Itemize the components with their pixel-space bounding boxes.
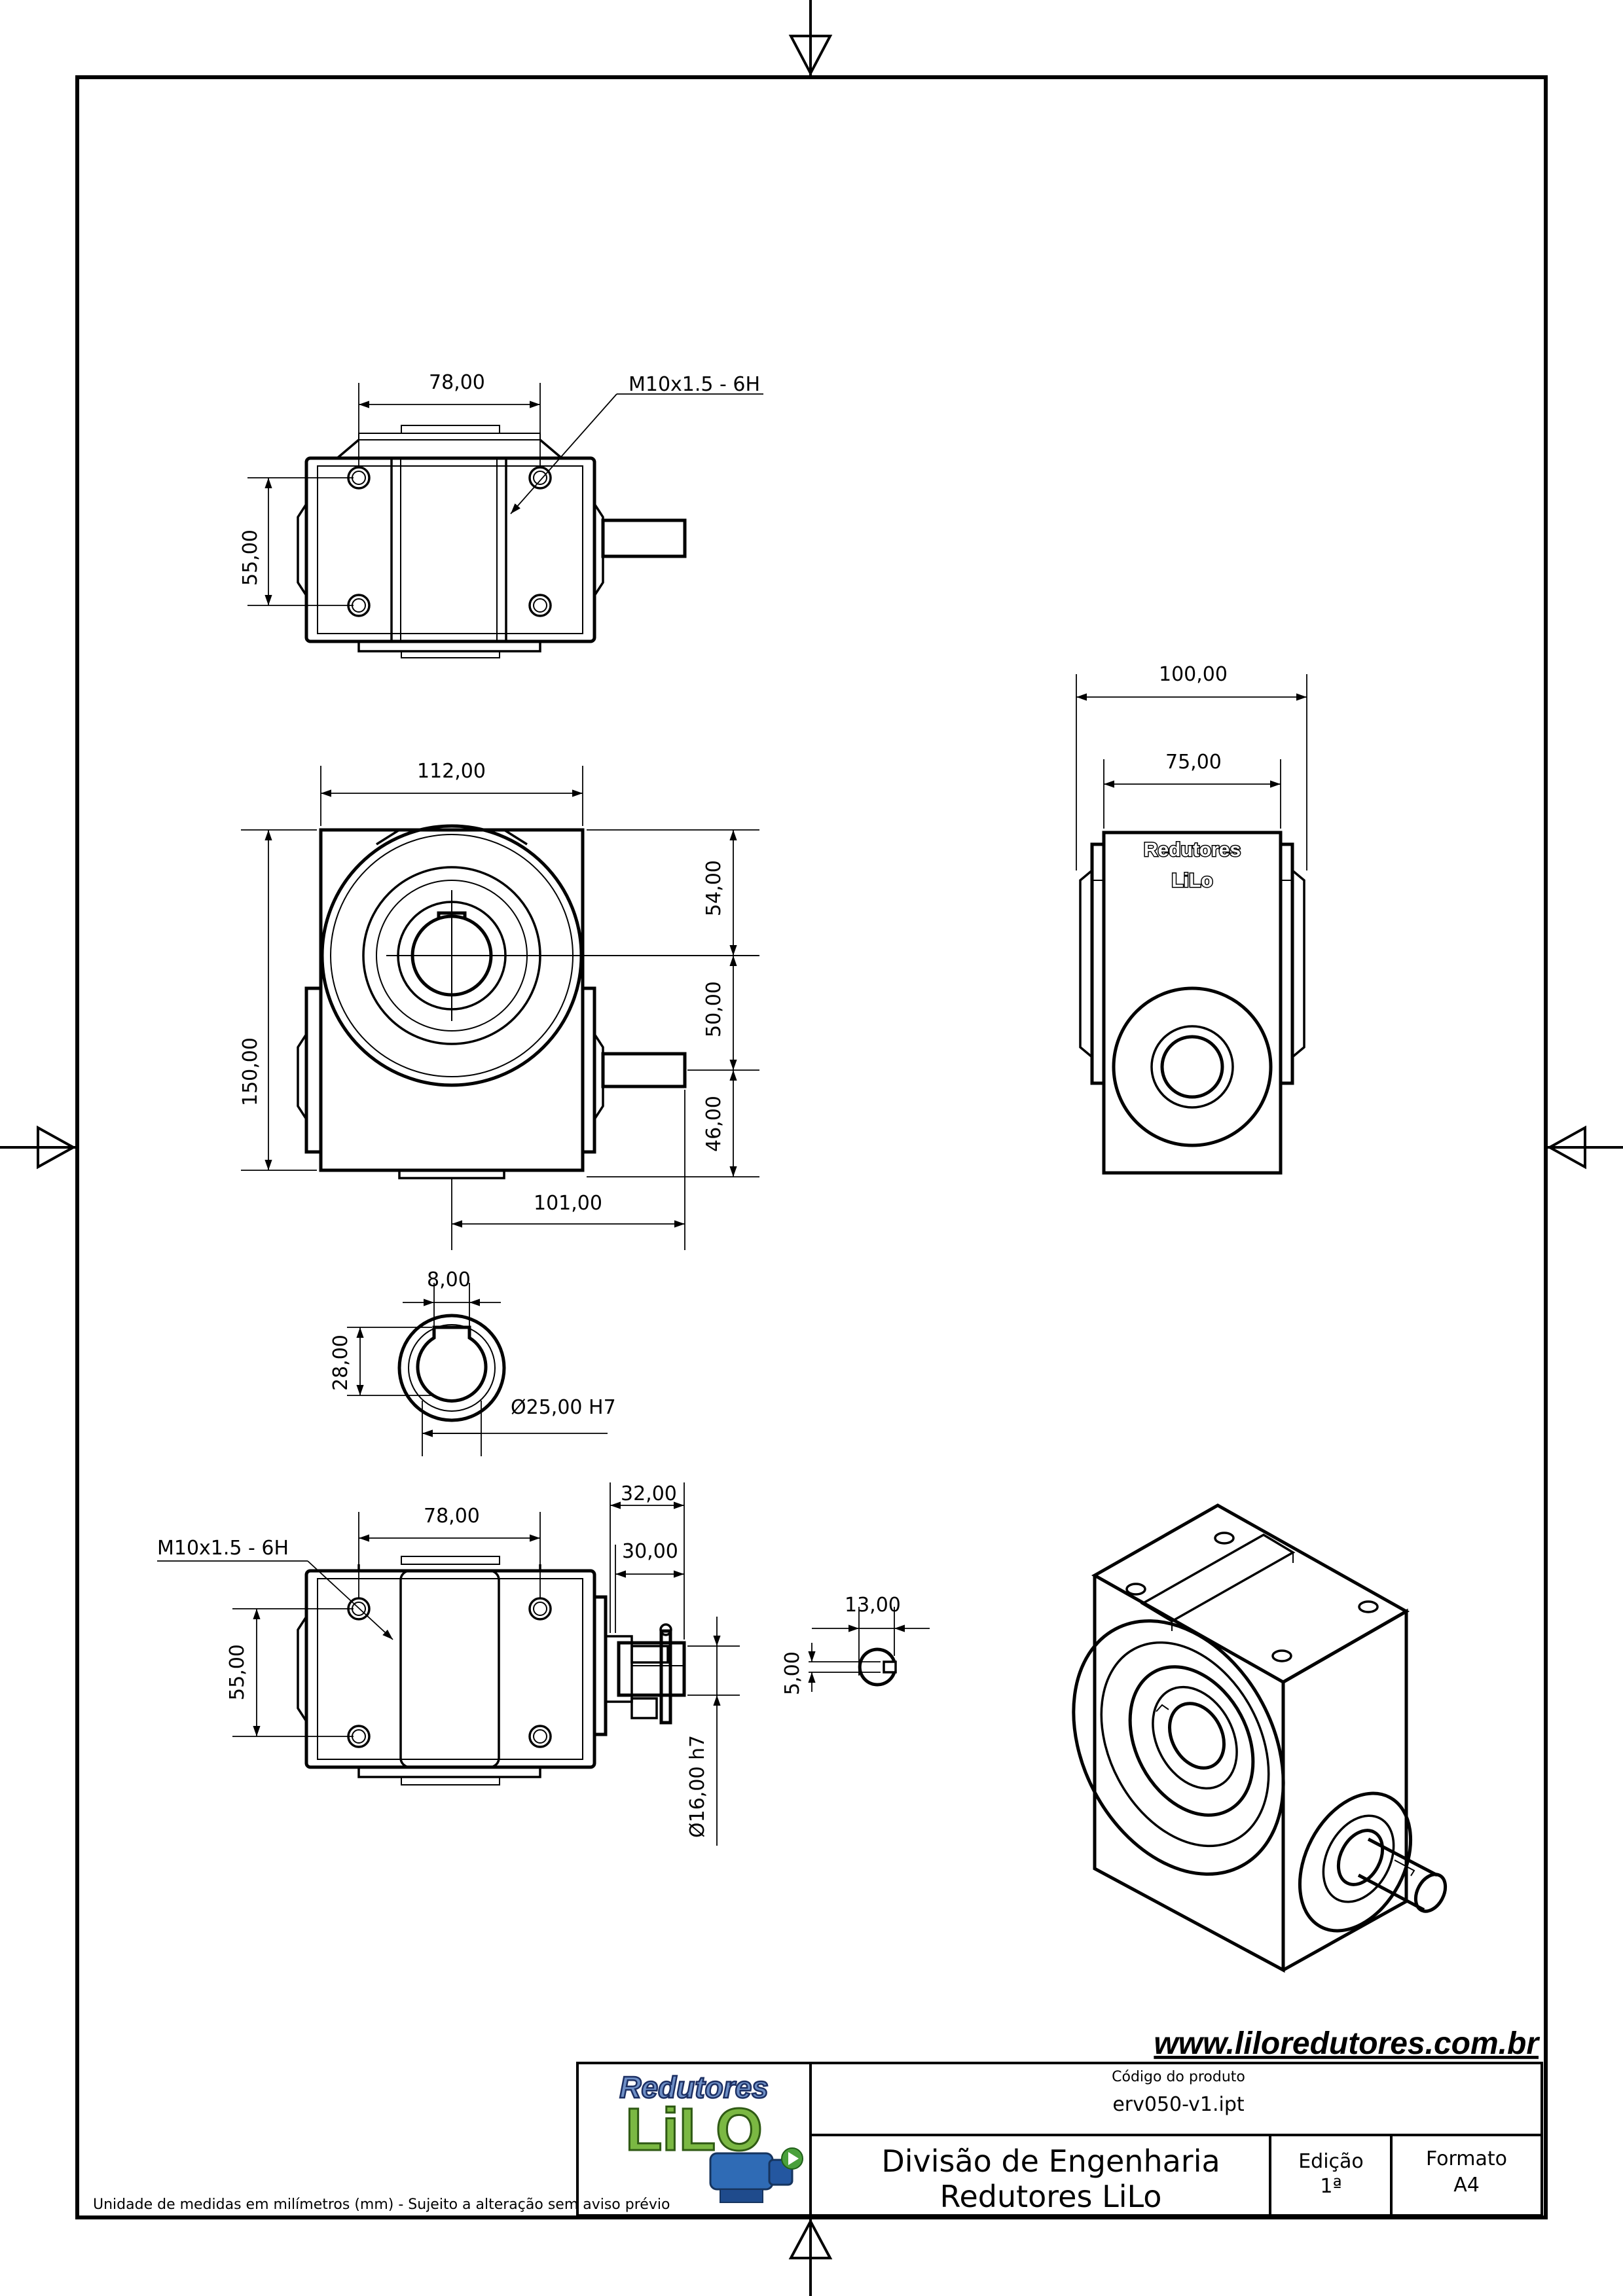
side-emboss-line1: Redutores (1144, 839, 1241, 861)
thread-label-top: M10x1.5 - 6H (629, 373, 760, 396)
dim-shaft-key-5: 5,00 (781, 1651, 804, 1695)
isometric-view (1072, 1503, 1448, 1973)
front-view (297, 824, 759, 1179)
division-line1: Divisão de Engenharia (881, 2144, 1220, 2179)
units-note: Unidade de medidas em milímetros (mm) - … (93, 2197, 670, 2213)
side-view: Redutores LiLo (1079, 831, 1305, 1175)
dim-bottom-height: 55,00 (226, 1644, 249, 1700)
title-block: www.liloredutores.com.br Redutores LiLO … (93, 2026, 1543, 2217)
dim-bottom-width: 78,00 (424, 1505, 480, 1528)
bottom-view-dimensions: 78,00 55,00 M10x1.5 - 6H 32,00 30,00 Ø16… (157, 1482, 740, 1846)
format-label: Formato (1426, 2147, 1507, 2170)
dim-top-width: 78,00 (429, 371, 485, 394)
shaft-key-detail (858, 1647, 897, 1687)
side-view-dimensions: 100,00 75,00 (1076, 663, 1307, 870)
dim-shaft-32: 32,00 (621, 1482, 677, 1505)
hub-detail-dimensions: 8,00 28,00 Ø25,00 H7 (329, 1268, 616, 1456)
top-view (297, 425, 687, 658)
dim-top-height: 55,00 (239, 529, 262, 586)
dim-side-inner: 75,00 (1165, 751, 1222, 774)
dim-bore: Ø25,00 H7 (511, 1396, 616, 1419)
company-logo: Redutores LiLO (619, 2070, 803, 2203)
division-line2: Redutores LiLo (940, 2179, 1162, 2214)
logo-line2: LiLO (625, 2096, 763, 2163)
format-value: A4 (1453, 2174, 1480, 2197)
website-url[interactable]: www.liloredutores.com.br (1154, 2026, 1540, 2061)
bottom-view (297, 1556, 686, 1785)
dim-front-46: 46,00 (702, 1096, 725, 1152)
dim-front-width: 112,00 (417, 760, 486, 783)
dim-key-width: 8,00 (427, 1268, 471, 1291)
edition-value: 1ª (1320, 2175, 1341, 2198)
product-code-label: Código do produto (1112, 2069, 1245, 2085)
dim-front-50: 50,00 (702, 981, 725, 1037)
logo-line1: Redutores (619, 2070, 768, 2104)
dim-side-outer: 100,00 (1159, 663, 1228, 686)
hub-detail-view (397, 1314, 506, 1422)
edition-label: Edição (1298, 2150, 1364, 2173)
shaft-key-detail-dimensions: 13,00 5,00 (781, 1594, 930, 1695)
dim-front-54: 54,00 (702, 860, 725, 916)
centering-mark-left (0, 1125, 77, 1170)
dim-shaft-key-13: 13,00 (845, 1594, 901, 1617)
centering-mark-right (1546, 1125, 1623, 1170)
centering-mark-bottom (788, 2217, 833, 2296)
dim-shaft-dia: Ø16,00 h7 (686, 1735, 709, 1838)
top-view-dimensions: 78,00 55,00 M10x1.5 - 6H (239, 371, 763, 606)
dim-key-depth: 28,00 (329, 1335, 352, 1391)
dim-shaft-30: 30,00 (622, 1540, 678, 1563)
dim-front-101: 101,00 (534, 1192, 602, 1215)
front-view-dimensions: 112,00 150,00 54,00 50,00 46,00 101,00 (239, 760, 759, 1250)
centering-mark-top (788, 0, 833, 77)
side-emboss-line2: LiLo (1171, 870, 1213, 891)
product-code: erv050-v1.ipt (1112, 2093, 1245, 2116)
gear-motor-icon (709, 2147, 803, 2203)
thread-label-bottom: M10x1.5 - 6H (157, 1537, 289, 1560)
dim-front-height: 150,00 (239, 1037, 262, 1106)
